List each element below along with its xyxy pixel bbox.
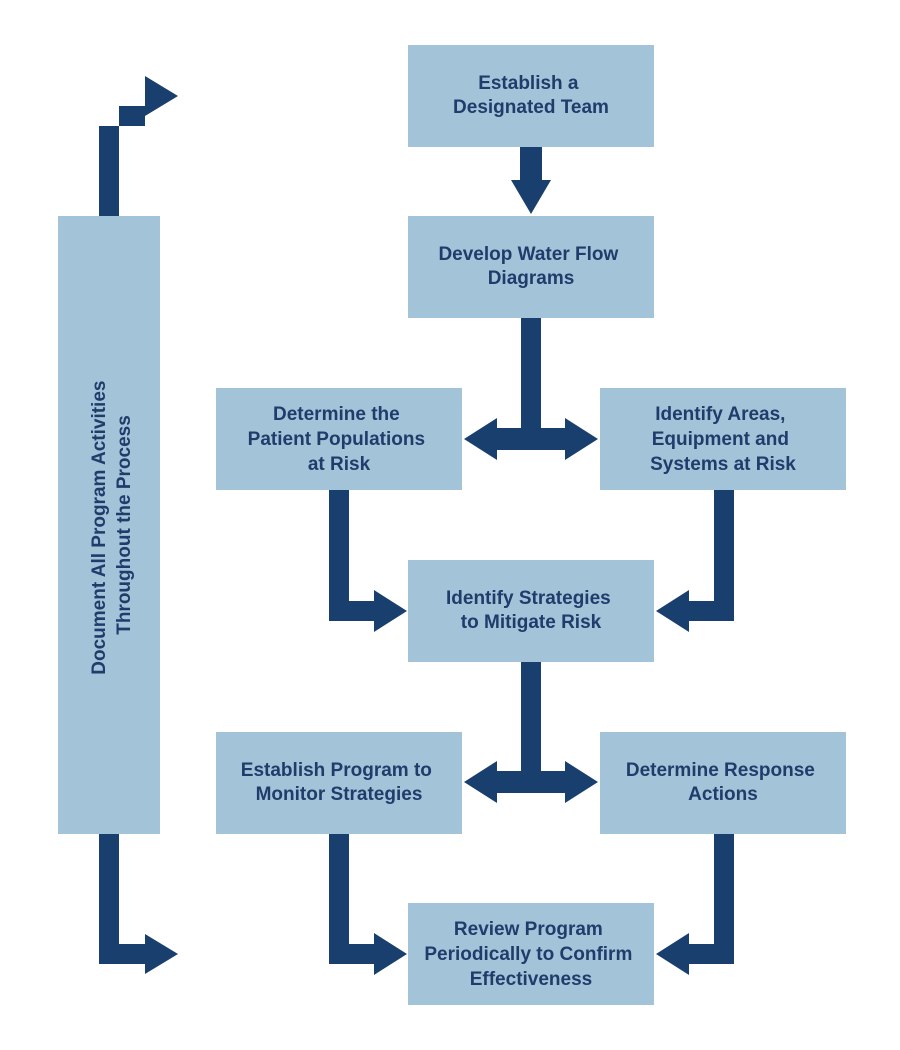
step-text-response-actions: Determine Response Actions: [626, 760, 820, 805]
documentation-side-bar: [58, 216, 160, 834]
step-box-review-program: [408, 903, 654, 1005]
step-text-patient-populations: Determine the Patient Populations at Ris…: [248, 404, 431, 475]
step-text-water-flow: Develop Water Flow Diagrams: [438, 244, 623, 289]
step-text-review-program: Review Program Periodically to Confirm E…: [424, 919, 637, 990]
arrow-response-to-review: [656, 834, 734, 975]
arrow-strategies-split-to-monitor-and-response: [464, 662, 598, 803]
arrow-side-bar-up: [99, 76, 178, 216]
step-box-water-flow: [408, 216, 654, 318]
step-text-establish-team: Establish a Designated Team: [453, 73, 609, 118]
step-text-monitor-program: Establish Program to Monitor Strategies: [241, 760, 437, 805]
arrow-flow-split-to-risk-assessments: [464, 318, 598, 460]
arrow-areas-to-strategies: [656, 490, 734, 632]
arrow-side-bar-down: [99, 834, 178, 974]
arrow-patients-to-strategies: [329, 490, 407, 632]
step-box-response-actions: [600, 732, 846, 834]
arrow-monitor-to-review: [329, 834, 407, 975]
side-bar-text: Document All Program Activities Througho…: [89, 375, 135, 675]
step-box-establish-team: [408, 45, 654, 147]
step-text-strategies: Identify Strategies to Mitigate Risk: [446, 588, 616, 633]
arrow-team-to-flow: [511, 147, 551, 214]
step-box-strategies: [408, 560, 654, 662]
step-box-patient-populations: [216, 388, 462, 490]
step-box-areas-equipment: [600, 388, 846, 490]
step-text-areas-equipment: Identify Areas, Equipment and Systems at…: [650, 404, 796, 475]
step-box-monitor-program: [216, 732, 462, 834]
